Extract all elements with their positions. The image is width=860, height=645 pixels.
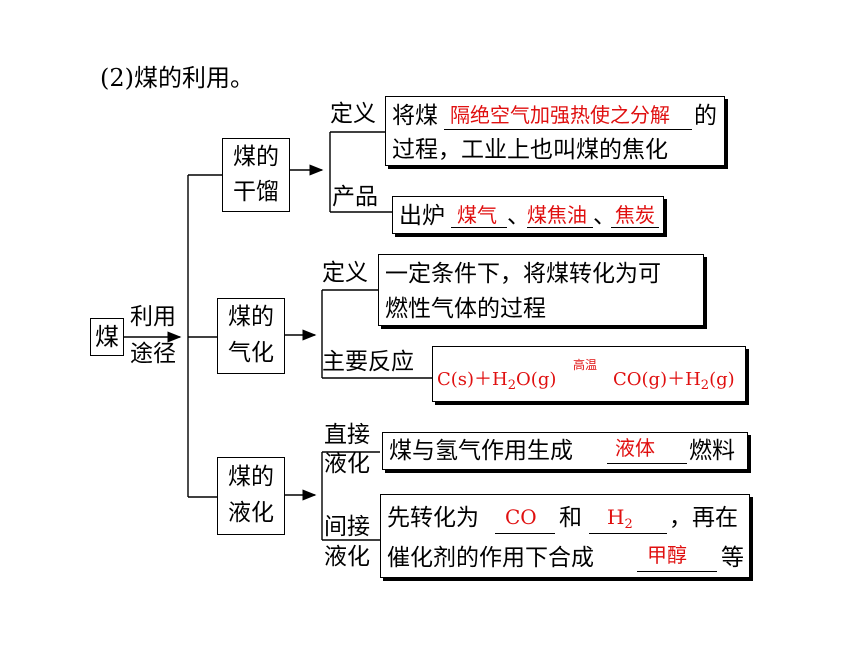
liq-indirect-blank-2 [589,533,667,534]
dry-prod-pre: 出炉 [399,203,445,229]
liq-indirect-label-2: 液化 [324,544,370,570]
root-edge-label-1: 利用 [130,304,176,330]
liq-indirect-pre: 先转化为 [387,505,479,531]
dry-prod-sep-2: 、 [593,203,616,229]
liq-direct-blank [607,463,687,464]
equation-left: C(s)＋H2O(g) [437,369,557,393]
root-label: 煤 [95,323,119,351]
branch-gas-node: 煤的 气化 [217,298,285,374]
branch-dry-label-2: 干馏 [233,179,279,205]
branch-liq-node: 煤的 液化 [217,457,285,535]
equation-right: CO(g)＋H2(g) [613,369,735,393]
liq-indirect-line2-post: 等 [721,545,744,571]
liq-indirect-answer-3: 甲醇 [647,543,687,567]
branch-gas-label-1: 煤的 [228,304,274,330]
dry-def-label: 定义 [330,101,376,127]
liq-indirect-line2-pre: 催化剂的作用下合成 [387,545,594,571]
liq-indirect-post: ，再在 [669,505,738,531]
dry-prod-label: 产品 [332,184,378,210]
liq-indirect-answer-1: CO [505,505,537,529]
dry-def-box: 将煤 隔绝空气加强热使之分解 的 过程，工业上也叫煤的焦化 [385,96,725,166]
branch-gas-label-2: 气化 [228,340,274,366]
liq-direct-post: 燃料 [689,438,735,464]
branch-dry-label-1: 煤的 [233,144,279,170]
root-edge-label-2: 途径 [130,341,176,367]
liq-indirect-blank-1 [495,533,555,534]
dry-def-line2: 过程，工业上也叫煤的焦化 [392,137,668,163]
gas-def-box: 一定条件下，将煤转化为可 燃性气体的过程 [378,254,704,326]
branch-liq-label-2: 液化 [228,500,274,526]
gas-def-line1: 一定条件下，将煤转化为可 [385,261,661,287]
dry-prod-blank-2 [527,227,593,228]
equation-condition: 高温 [573,358,598,372]
branch-dry-node: 煤的 干馏 [222,138,290,212]
dry-prod-blank-3 [611,227,659,228]
liq-indirect-answer-2: H2 [607,505,633,532]
liq-indirect-box: 先转化为 CO 和 H2 ，再在 催化剂的作用下合成 甲醇 等 [380,494,750,578]
gas-react-label: 主要反应 [322,349,414,375]
liq-indirect-mid: 和 [559,505,582,531]
page-title: (2)煤的利用。 [100,64,254,92]
gas-def-label: 定义 [322,260,368,286]
dry-prod-answer-1: 煤气 [457,203,497,227]
dry-prod-box: 出炉 煤气 、 煤焦油 、 焦炭 [392,196,664,234]
root-node: 煤 [90,318,124,356]
dry-def-post: 的 [694,103,717,129]
dry-def-blank [444,129,692,130]
dry-prod-answer-3: 焦炭 [615,203,655,227]
gas-react-box: C(s)＋H2O(g) 高温 CO(g)＋H2(g) [432,346,746,402]
liq-indirect-blank-3 [637,571,717,572]
liq-direct-label-2: 液化 [324,451,370,477]
liq-direct-box: 煤与氢气作用生成 液体 燃料 [382,432,748,470]
liq-direct-pre: 煤与氢气作用生成 [389,438,573,464]
dry-prod-answer-2: 煤焦油 [527,203,587,227]
gas-def-line2: 燃性气体的过程 [385,296,546,322]
liq-indirect-label-1: 间接 [324,514,370,540]
liq-direct-answer: 液体 [615,436,655,460]
dry-def-pre: 将煤 [392,103,438,129]
dry-prod-sep-1: 、 [507,203,530,229]
dry-def-answer: 隔绝空气加强热使之分解 [450,103,670,127]
dry-prod-blank-1 [451,227,507,228]
branch-liq-label-1: 煤的 [228,464,274,490]
liq-direct-label-1: 直接 [324,422,370,448]
